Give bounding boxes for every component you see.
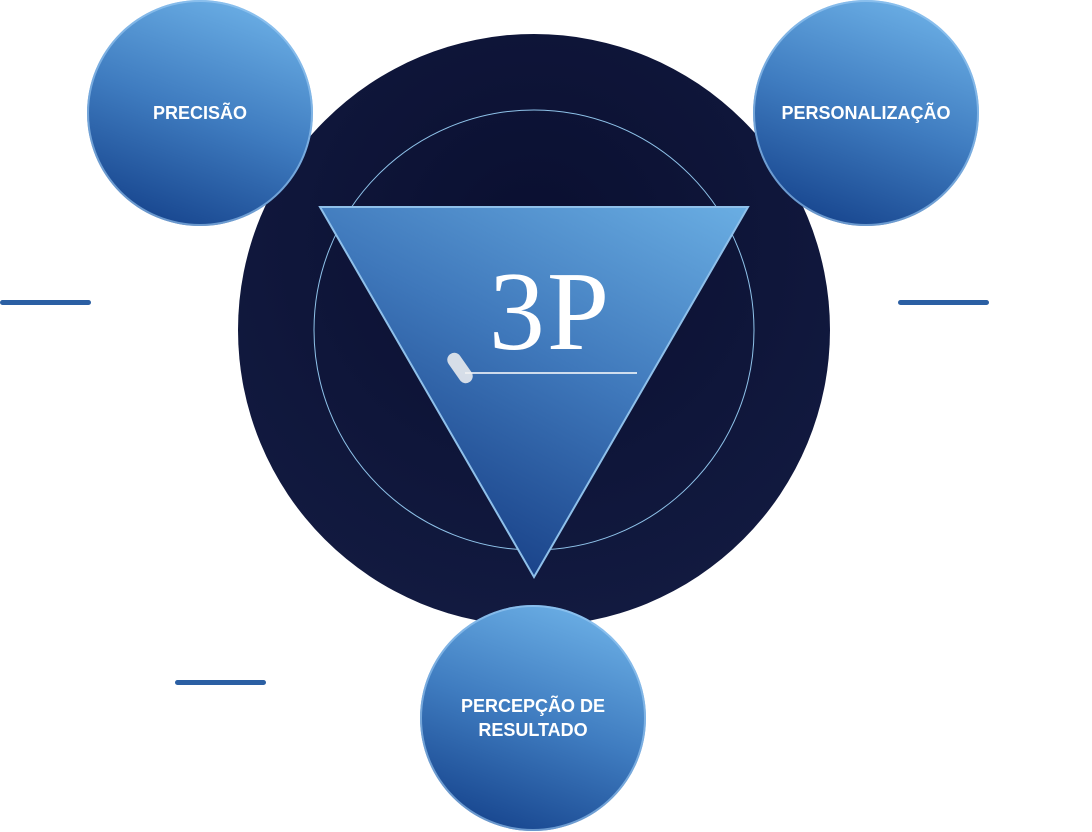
node-label: PERSONALIZAÇÃO <box>781 103 951 123</box>
decorative-dash-right <box>898 300 989 305</box>
decorative-dash-left <box>0 300 91 305</box>
logo-text: 3P <box>488 250 612 374</box>
pill-icon <box>447 352 473 384</box>
node-precisao: PRECISÃO <box>87 0 313 226</box>
decorative-dash-bottom <box>175 680 266 685</box>
node-label: PERCEPÇÃO DE RESULTADO <box>460 696 606 740</box>
node-personalizacao: PERSONALIZAÇÃO <box>753 0 979 226</box>
node-percepcao-de-resultado: PERCEPÇÃO DE RESULTADO <box>420 605 646 831</box>
triangle <box>318 206 750 579</box>
node-label: PRECISÃO <box>152 103 248 123</box>
